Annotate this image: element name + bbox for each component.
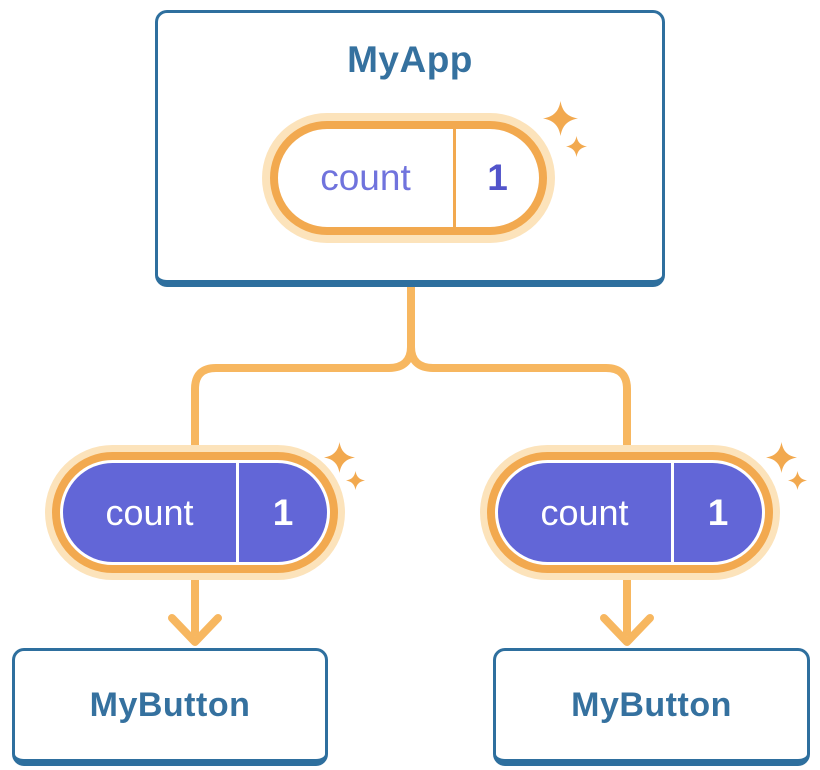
pill-divider <box>453 129 456 227</box>
sparkle-icon <box>543 101 578 136</box>
state-pill-body: count 1 <box>63 463 327 562</box>
state-name: count <box>320 157 411 198</box>
fork-right-branch-line <box>407 346 631 452</box>
state-pill-child-left: count 1 <box>45 445 345 580</box>
state-name: count <box>540 491 629 533</box>
sparkle-icon <box>346 471 365 490</box>
right-arrowhead <box>600 614 654 646</box>
state-pill-root-ring: count 1 <box>270 121 547 235</box>
state-pill-child-right: count 1 <box>480 445 780 580</box>
component-title-child-left: MyButton <box>89 685 251 724</box>
sparkle-icon <box>324 442 355 473</box>
state-value: 1 <box>707 491 729 533</box>
state-pill-body: count 1 <box>498 463 762 562</box>
state-pill-root: count 1 <box>262 113 555 243</box>
component-card-child-left: MyButton <box>12 648 328 766</box>
pill-divider <box>671 463 674 562</box>
component-card-child-right: MyButton <box>493 648 810 766</box>
component-title-root: MyApp <box>347 39 473 80</box>
left-arrowhead <box>168 614 222 646</box>
sparkle-icon <box>566 136 587 157</box>
sparkle-icon <box>788 471 807 490</box>
state-pill-ring: count 1 <box>52 452 338 573</box>
state-name: count <box>105 491 194 533</box>
pill-divider <box>236 463 239 562</box>
state-value: 1 <box>487 157 508 198</box>
state-pill-ring: count 1 <box>487 452 773 573</box>
state-value: 1 <box>272 491 294 533</box>
fork-left-branch-line <box>191 346 415 452</box>
component-title-child-right: MyButton <box>571 685 732 724</box>
sparkle-icon <box>766 442 797 473</box>
